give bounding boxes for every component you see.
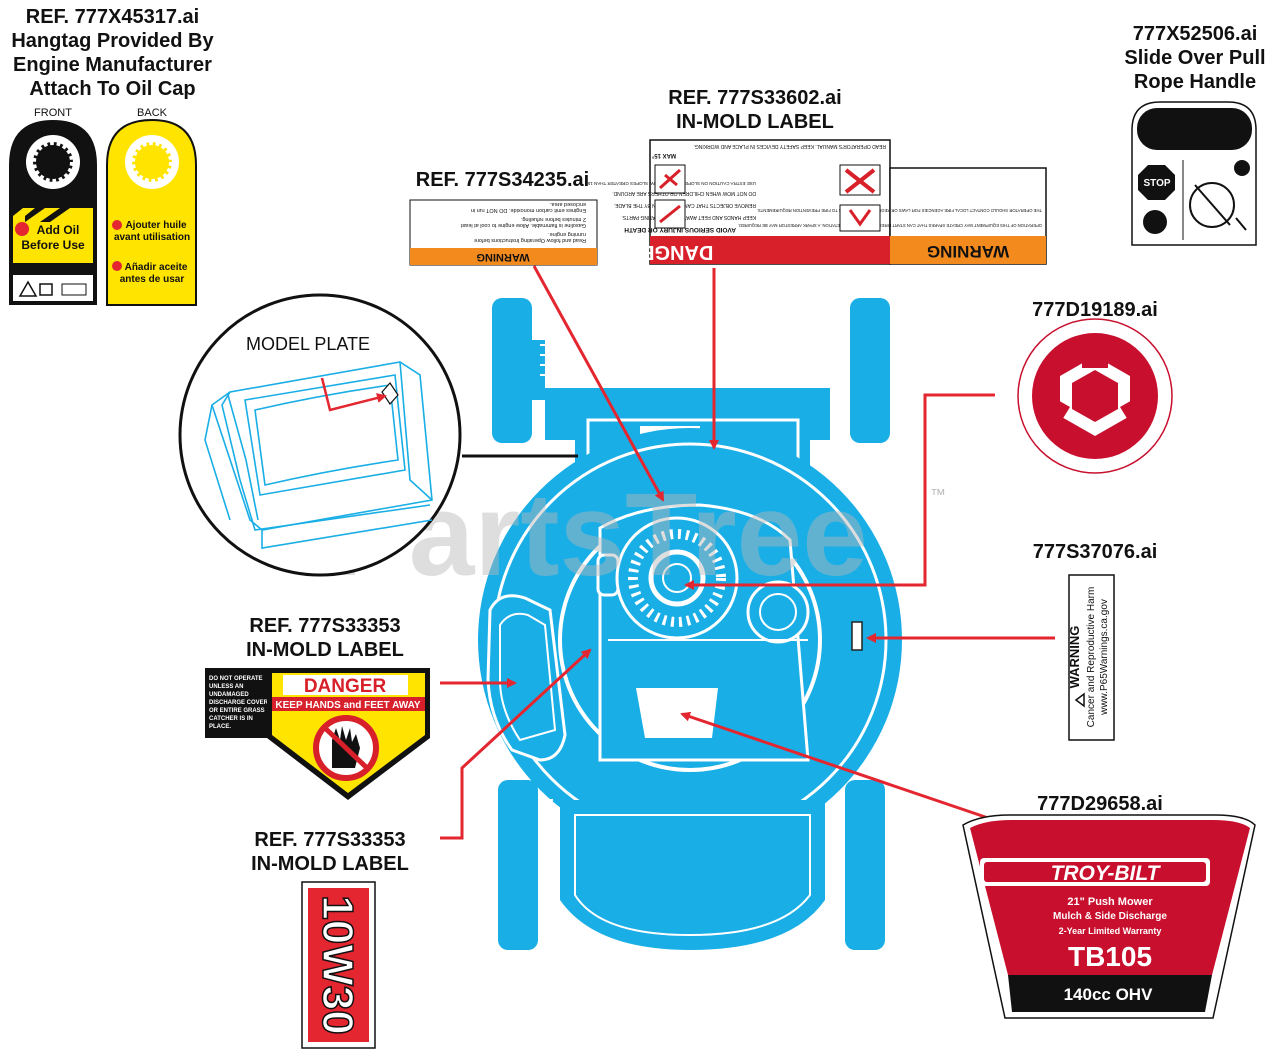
oil-decal-text: 10W30	[313, 895, 362, 1034]
engine-decal-spot	[636, 688, 718, 738]
troybilt-line-1: 21" Push Mower	[1067, 896, 1153, 908]
keep-hands-side-line: DISCHARGE COVER	[209, 700, 269, 706]
troybilt-brand: TROY-BILT	[1051, 862, 1162, 885]
watermark-tm: ™	[930, 487, 946, 504]
in-mold-warning: WARNING	[927, 242, 1009, 261]
keep-hands-side-line: CATCHER IS IN	[209, 716, 253, 722]
in-mold-warning-line: OPERATION OF THIS EQUIPMENT MAY CREATE S…	[738, 223, 1042, 228]
hangtag-back-text-4: antes de usar	[120, 274, 185, 285]
callout-d19189: 777D19189.ai	[1032, 299, 1158, 321]
rear-left-wheel	[492, 298, 532, 443]
troybilt-line-3: 2-Year Limited Warranty	[1059, 926, 1162, 936]
callout-warning-small: REF. 777S34235.ai	[415, 169, 590, 191]
prop65-line-1: Cancer and Reproductive Harm	[1086, 587, 1097, 728]
model-plate-label: MODEL PLATE	[246, 334, 370, 354]
callout-arrows	[440, 265, 1055, 840]
in-mold-danger-line: AVOID SERIOUS INJURY OR DEATH	[624, 226, 736, 233]
callout-d29658: 777D29658.ai	[1037, 793, 1163, 815]
front-left-wheel	[498, 780, 538, 950]
callout-s37076: 777S37076.ai	[1032, 541, 1158, 563]
hangtag-back-text-1: Ajouter huile	[125, 220, 187, 231]
warning-small-line: 2 minutes before refueling.	[520, 216, 586, 222]
warning-small-line: Engines emit carbon monoxide. DO NOT run…	[471, 207, 586, 213]
front-right-wheel	[845, 780, 885, 950]
keep-hands-side-line: OR ENTIRE GRASS	[209, 708, 265, 714]
hangtag-back-text-2: avant utilisation	[114, 232, 190, 243]
keep-hands-side-line: DO NOT OPERATE	[209, 676, 263, 682]
rope-stop-text: STOP	[1143, 178, 1170, 189]
prop65-line-2: www.P65Warnings.ca.gov	[1099, 599, 1110, 716]
in-mold-warning-line: THE OPERATOR SHOULD CONTACT LOCAL FIRE A…	[757, 208, 1042, 213]
hangtag-back-label: BACK	[137, 107, 168, 119]
hangtag-back-text-3: Añadir aceite	[125, 262, 188, 273]
keep-hands-decal: DO NOT OPERATE UNLESS AN UNDAMAGED DISCH…	[205, 668, 430, 800]
keep-hands-side-line: UNLESS AN	[209, 684, 243, 690]
in-mold-danger-line: KEEP HANDS AND FEET AWAY FROM ROTATING P…	[622, 214, 756, 220]
warning-small-header: WARNING	[476, 251, 529, 263]
warning-small-line: Gasoline is flammable. Allow engine to c…	[460, 222, 586, 228]
in-mold-top-decal: DANGER WARNING AVOID SERIOUS INJURY OR D…	[585, 139, 1047, 265]
rope-handle-decal: STOP	[1131, 101, 1257, 246]
hangtag-front-text-2: Before Use	[21, 238, 85, 252]
troybilt-model: TB105	[1068, 941, 1152, 972]
in-mold-danger: DANGER	[626, 241, 713, 263]
hangtag-front-label: FRONT	[34, 107, 72, 119]
warning-small-line: running engine.	[548, 231, 586, 237]
prop65-decal: WARNING Cancer and Reproductive Harm www…	[1067, 574, 1115, 741]
troybilt-engine: 140cc OHV	[1064, 985, 1153, 1004]
warning-small-decal: WARNING Read and follow Operating Instru…	[409, 199, 598, 266]
prop65-header: WARNING	[1067, 626, 1082, 689]
d19189-decal	[1017, 318, 1173, 474]
troybilt-line-2: Mulch & Side Discharge	[1053, 911, 1167, 922]
warning-small-line: Read and follow Operating Instructions b…	[474, 237, 586, 243]
rear-right-wheel	[850, 298, 890, 443]
oil-decal: 10W30	[301, 881, 376, 1049]
keep-hands-sub: KEEP HANDS and FEET AWAY	[275, 700, 421, 711]
hangtag-decal: FRONT BACK Add Oil Before Use Ajouter hu…	[9, 107, 197, 306]
hangtag-front-text-1: Add Oil	[37, 223, 80, 237]
mower-illustration	[478, 298, 902, 950]
in-mold-max: MAX 15°	[651, 152, 676, 158]
in-mold-danger-line: READ OPERATOR'S MANUAL. KEEP SAFETY DEVI…	[693, 143, 886, 149]
keep-hands-side-line: UNDAMAGED	[209, 692, 249, 698]
keep-hands-danger: DANGER	[304, 676, 387, 697]
troybilt-decal: TROY-BILT 21" Push Mower Mulch & Side Di…	[962, 814, 1256, 1019]
prop65-spot	[851, 621, 863, 651]
model-plate-detail: MODEL PLATE	[178, 293, 578, 577]
keep-hands-side-line: PLACE.	[209, 724, 231, 730]
warning-small-line: enclosed area.	[549, 201, 586, 207]
